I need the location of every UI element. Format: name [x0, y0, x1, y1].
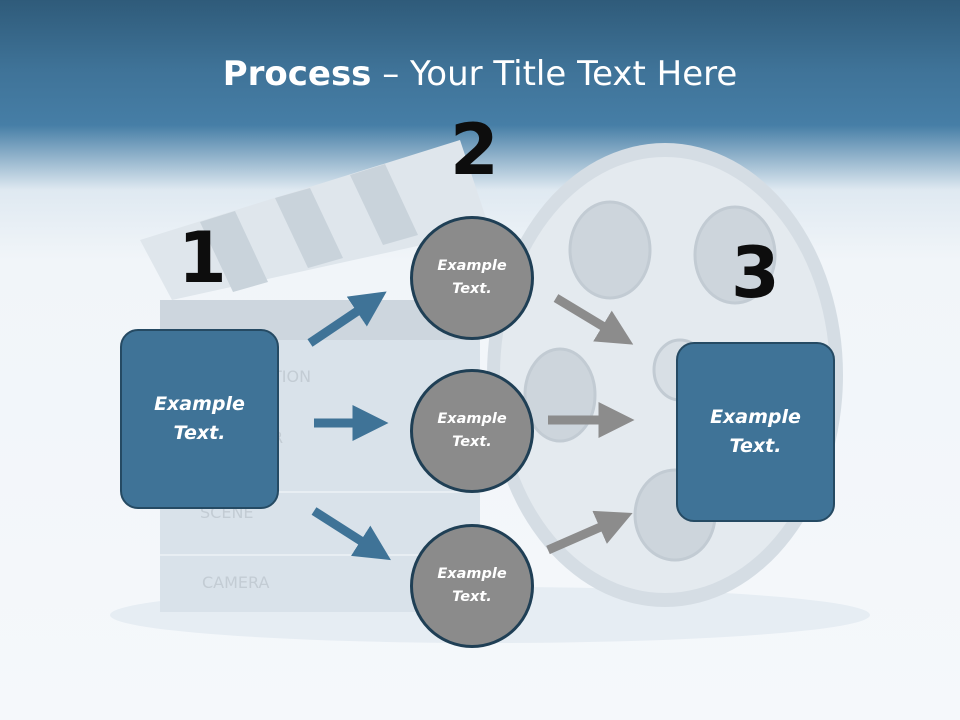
- page-title: Process – Your Title Text Here: [0, 52, 960, 96]
- step-2-circle-bottom: Example Text.: [410, 524, 534, 648]
- circle-1-text: Example Text.: [437, 258, 507, 297]
- step-2-circle-middle: Example Text.: [410, 369, 534, 493]
- arrow-circle-3-to-3: [546, 510, 633, 555]
- step-3-text: Example Text.: [710, 406, 801, 457]
- step-number-3: 3: [731, 232, 780, 314]
- step-1-text: Example Text.: [154, 393, 245, 444]
- step-1-box: Example Text.: [120, 329, 279, 509]
- title-bold: Process: [222, 54, 372, 94]
- step-number-1: 1: [178, 217, 227, 299]
- step-number-2: 2: [450, 109, 499, 191]
- arrow-1-to-circle-1: [307, 291, 387, 347]
- arrow-circle-1-to-3: [553, 294, 634, 345]
- step-3-box: Example Text.: [676, 342, 835, 522]
- camera-label: CAMERA: [202, 573, 270, 592]
- production-label: TION: [271, 367, 311, 386]
- arrow-1-to-circle-3: [311, 507, 391, 561]
- title-rest: – Your Title Text Here: [371, 54, 738, 94]
- circle-2-text: Example Text.: [437, 411, 507, 450]
- circle-3-text: Example Text.: [437, 566, 507, 605]
- step-2-circle-top: Example Text.: [410, 216, 534, 340]
